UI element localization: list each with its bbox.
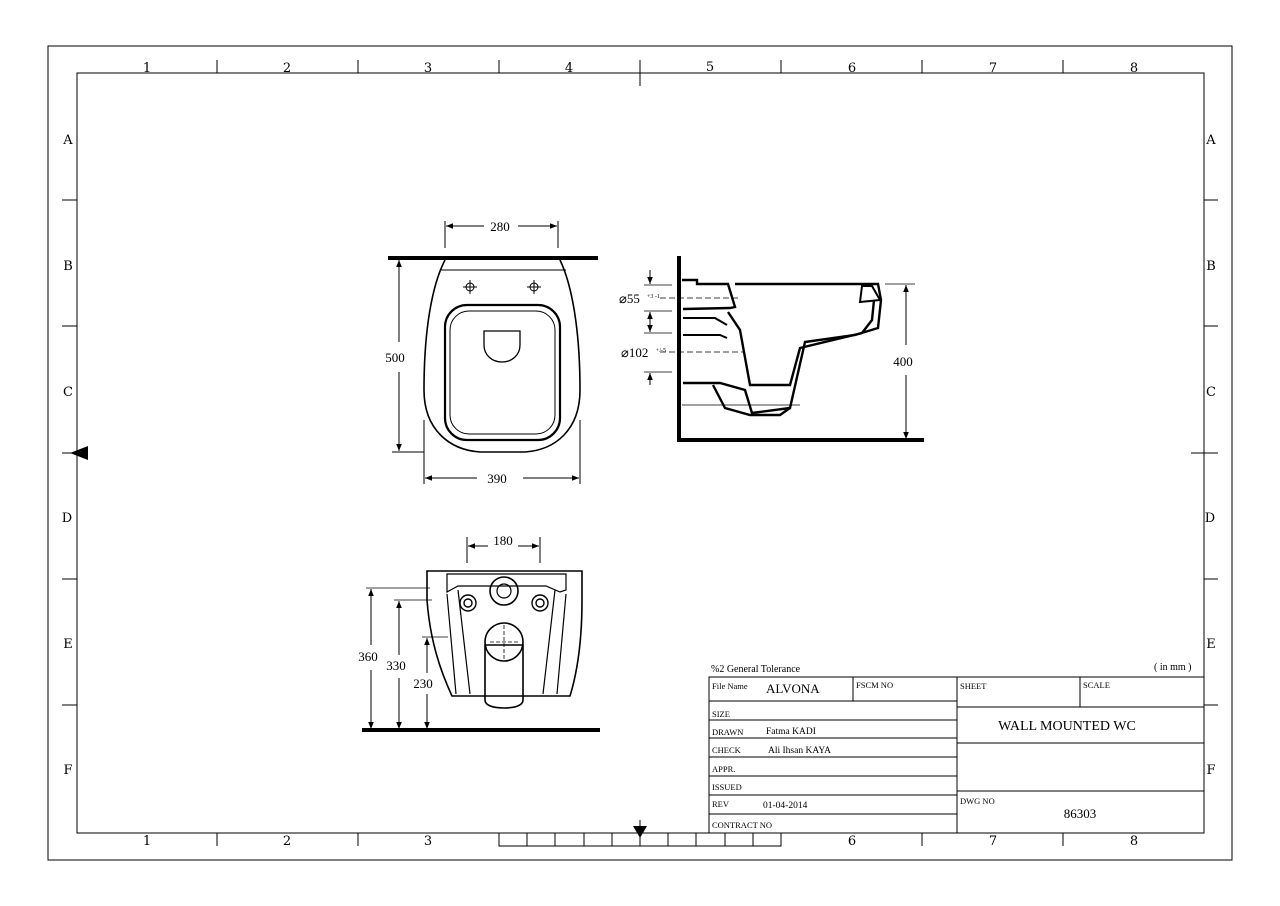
outer-frame (47, 45, 1233, 861)
fixing-hole-icon (459, 594, 477, 612)
size-label: SIZE (712, 709, 730, 719)
col-label: 3 (424, 61, 432, 76)
row-labels-right: A B C D E F (1205, 133, 1217, 778)
seat-outer (443, 303, 562, 442)
dim-width-top: 280 (490, 219, 510, 234)
col-label: 2 (283, 834, 291, 849)
dim-height: 400 (893, 354, 913, 369)
inlet-circle (489, 576, 519, 606)
center-mark-left (70, 446, 88, 460)
general-tolerance: %2 General Tolerance (711, 664, 801, 675)
issued-label: ISSUED (712, 782, 742, 792)
unit-note: ( in mm ) (1154, 662, 1192, 673)
dim-inlet-diameter: ⌀55 (619, 291, 640, 306)
row-label: A (1205, 133, 1216, 148)
column-labels-bottom: 1 2 3 6 7 8 (143, 834, 1138, 849)
col-label: 6 (848, 834, 856, 849)
col-label: 7 (989, 834, 997, 849)
col-label: 6 (848, 61, 856, 76)
dwg-no-value: 86303 (1064, 806, 1097, 821)
title-block: %2 General Tolerance ( in mm ) File Name… (708, 662, 1205, 834)
bowl-section-outer (683, 282, 883, 415)
col-label: 1 (143, 61, 151, 76)
fixing-hole-icon (463, 280, 477, 294)
col-label: 5 (706, 60, 714, 75)
fscm-label: FSCM NO (856, 680, 893, 690)
rev-label: REV (712, 799, 730, 809)
seat-inner (449, 310, 556, 435)
column-labels-top: 1 2 3 4 5 6 7 8 (143, 60, 1138, 76)
check-value: Ali Ihsan KAYA (768, 746, 831, 756)
outlet-circle (484, 622, 524, 662)
bowl-section-inner (727, 299, 876, 387)
approval-label: APPR. (712, 764, 735, 774)
dim-height-low: 230 (413, 676, 433, 691)
rear-view: 180 360 330 230 (358, 533, 600, 732)
scale-label: SCALE (1083, 680, 1110, 690)
contract-label: CONTRACT NO (712, 820, 772, 830)
dim-spacing: 180 (493, 533, 513, 548)
row-label: F (1206, 763, 1215, 778)
column-ticks (216, 60, 1064, 846)
check-label: CHECK (712, 745, 742, 755)
col-label: 8 (1130, 834, 1138, 849)
file-name-label: File Name (712, 681, 748, 691)
dim-length: 500 (385, 350, 405, 365)
fixing-hole-icon (527, 280, 541, 294)
outlet-spigot (484, 644, 524, 709)
file-name-value: ALVONA (766, 681, 820, 696)
drawn-value: Fatma KADI (766, 727, 816, 737)
col-label: 2 (283, 61, 291, 76)
row-label: F (63, 763, 72, 778)
sheet-label: SHEET (960, 681, 987, 691)
back-ribs (446, 589, 567, 695)
top-view: 280 500 390 (385, 219, 598, 486)
row-label: A (62, 133, 73, 148)
row-label: B (1206, 259, 1216, 274)
col-label: 1 (143, 834, 151, 849)
dim-height-mid: 330 (386, 658, 406, 673)
dim-width-bottom: 390 (487, 471, 507, 486)
row-ticks (62, 199, 1218, 706)
dim-inlet-tolerance: +3 -1 (647, 294, 660, 300)
side-view: ⌀55 +3 -1 ⌀102 +/-5 400 (619, 256, 924, 442)
col-label: 4 (565, 61, 573, 76)
row-label: B (63, 259, 73, 274)
dim-height-total: 360 (358, 649, 378, 664)
row-label: C (1206, 385, 1216, 400)
row-labels-left: A B C D E F (62, 133, 74, 778)
drawing-title: WALL MOUNTED WC (998, 719, 1136, 734)
dim-outlet-diameter: ⌀102 (621, 345, 648, 360)
row-label: C (63, 385, 73, 400)
row-label: D (62, 511, 72, 526)
col-label: 3 (424, 834, 432, 849)
dwg-no-label: DWG NO (960, 796, 995, 806)
dim-outlet-tolerance: +/-5 (656, 348, 666, 354)
drawn-label: DRAWN (712, 727, 743, 737)
fixing-hole-icon (531, 594, 549, 612)
rev-value: 01-04-2014 (763, 801, 808, 811)
inlet-outline (682, 278, 737, 311)
row-label: E (1206, 637, 1216, 652)
back-outline (426, 570, 583, 697)
col-label: 8 (1130, 61, 1138, 76)
col-label: 7 (989, 61, 997, 76)
trap-section (711, 384, 791, 417)
bowl-outline (423, 259, 581, 453)
outlet-section (683, 317, 728, 339)
rim-section (858, 285, 882, 304)
back-top-recess (446, 573, 567, 594)
row-label: E (63, 637, 73, 652)
row-label: D (1205, 511, 1215, 526)
drain-outline (483, 330, 521, 363)
center-mark-bottom (633, 826, 647, 838)
